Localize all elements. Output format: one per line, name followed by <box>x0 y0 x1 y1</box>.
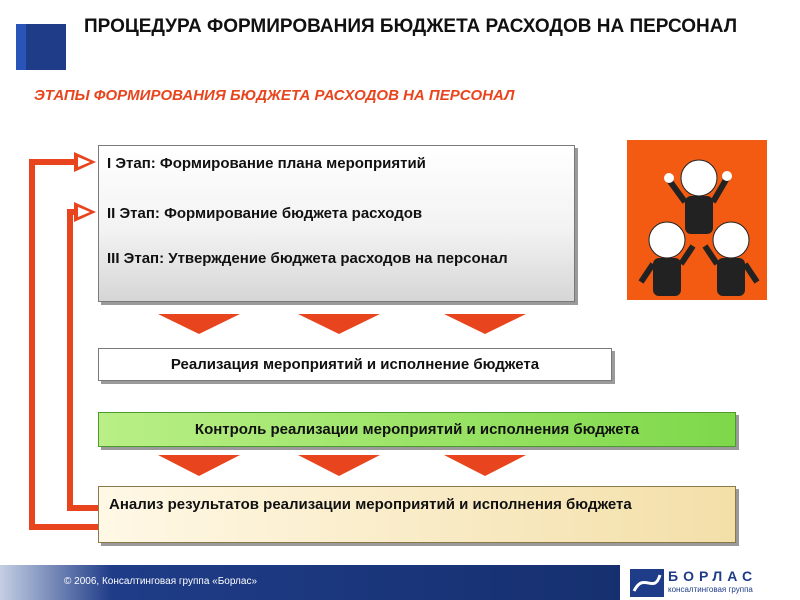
footer-bar: © 2006, Консалтинговая группа «Борлас» <box>0 565 620 600</box>
person-left <box>638 221 696 296</box>
feedback-loop-outer <box>29 159 98 530</box>
analysis-box: Анализ результатов реализации мероприяти… <box>98 486 736 543</box>
stage-2-label: II Этап: Формирование бюджета расходов <box>107 205 423 222</box>
loop-arrowhead-stage-1 <box>74 152 96 172</box>
feedback-loop-inner <box>67 209 98 511</box>
page-title: ПРОЦЕДУРА ФОРМИРОВАНИЯ БЮДЖЕТА РАСХОДОВ … <box>84 16 738 37</box>
cheering-people-icon <box>627 140 767 300</box>
control-box: Контроль реализации мероприятий и исполн… <box>98 412 736 447</box>
loop-arrowhead-stage-2 <box>74 202 96 222</box>
implementation-box: Реализация мероприятий и исполнение бюдж… <box>98 348 612 381</box>
stages-box: I Этап: Формирование плана мероприятий I… <box>98 145 575 302</box>
company-logo: БОРЛАС консалтинговая группа <box>620 565 800 600</box>
title-accent-bar-edge <box>16 24 26 70</box>
orange-down-arrow-icon <box>158 314 240 334</box>
orange-down-arrow-icon <box>444 314 526 334</box>
stage-1-label: I Этап: Формирование плана мероприятий <box>107 155 426 172</box>
orange-down-arrow-icon <box>444 455 526 476</box>
stage-3-label: III Этап: Утверждение бюджета расходов н… <box>107 250 508 267</box>
footer-copyright: © 2006, Консалтинговая группа «Борлас» <box>64 576 258 587</box>
borlas-logo-icon <box>630 569 664 597</box>
logo-name: БОРЛАС <box>668 568 758 584</box>
orange-down-arrow-icon <box>158 455 240 476</box>
orange-down-arrow-icon <box>298 455 380 476</box>
person-right <box>702 221 760 296</box>
person-top <box>664 159 732 234</box>
logo-subtitle: консалтинговая группа <box>668 585 753 594</box>
analysis-label: Анализ результатов реализации мероприяти… <box>109 496 632 513</box>
orange-down-arrow-icon <box>298 314 380 334</box>
page-subtitle: ЭТАПЫ ФОРМИРОВАНИЯ БЮДЖЕТА РАСХОДОВ НА П… <box>34 87 515 104</box>
